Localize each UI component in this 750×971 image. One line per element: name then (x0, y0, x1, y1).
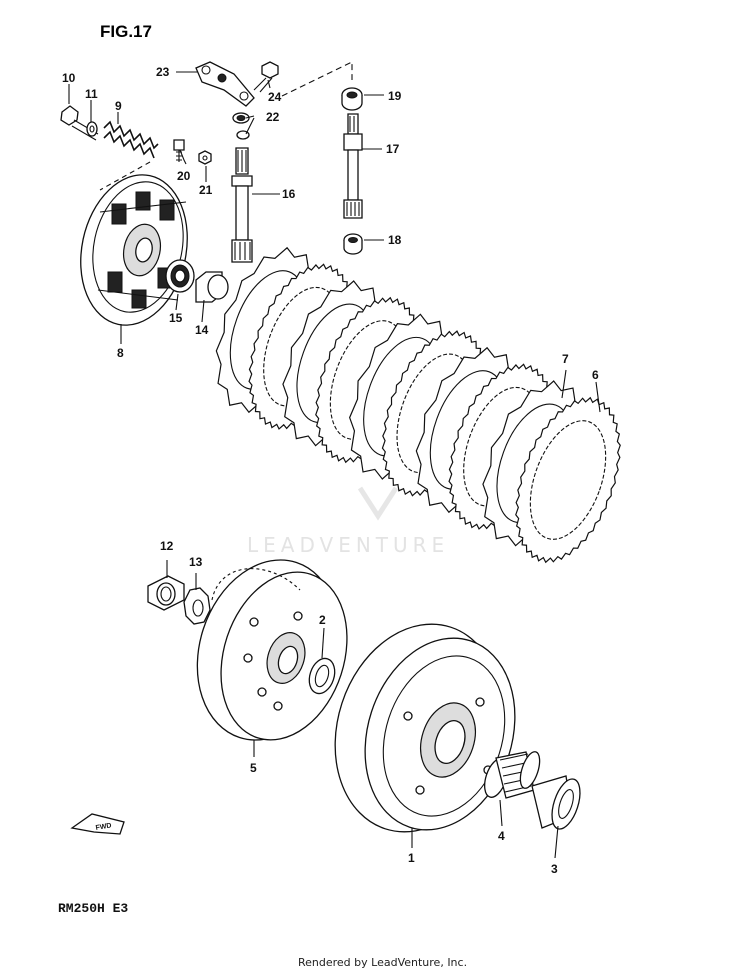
callout-6: 6 (592, 368, 599, 382)
callout-10: 10 (62, 71, 76, 85)
callout-18: 18 (388, 233, 402, 247)
part-1-clutch-housing[interactable] (309, 602, 539, 853)
callout-22: 22 (266, 110, 280, 124)
fwd-arrow: FWD (70, 813, 125, 835)
part-20-bolt[interactable] (173, 139, 185, 162)
callout-9: 9 (115, 99, 122, 113)
footer-credit: Rendered by LeadVenture, Inc. (298, 956, 467, 969)
part-8-pressure-plate[interactable] (67, 165, 200, 335)
callout-labels: 10 11 9 20 21 23 24 22 16 17 19 18 15 14… (62, 65, 599, 876)
callout-15: 15 (169, 311, 183, 325)
callout-5: 5 (250, 761, 257, 775)
callout-13: 13 (189, 555, 203, 569)
part-15-bearing[interactable] (165, 259, 195, 293)
callout-23: 23 (156, 65, 170, 79)
leader-dash-9 (99, 161, 151, 191)
part-22-seal[interactable] (232, 112, 250, 140)
watermark: LEADVENTURE (247, 486, 449, 557)
part-3-spacer[interactable] (531, 775, 585, 833)
callout-1: 1 (408, 851, 415, 865)
callout-8: 8 (117, 346, 124, 360)
callout-20: 20 (177, 169, 191, 183)
part-9-spring[interactable] (103, 120, 159, 159)
part-23-release-arm[interactable] (195, 61, 255, 107)
callout-19: 19 (388, 89, 402, 103)
callout-7: 7 (562, 352, 569, 366)
part-19-bearing[interactable] (341, 87, 363, 111)
model-code: RM250H E3 (58, 901, 128, 916)
callout-17: 17 (386, 142, 400, 156)
part-13-lock-washer[interactable] (183, 587, 211, 625)
callout-16: 16 (282, 187, 296, 201)
callout-14: 14 (195, 323, 209, 337)
callout-11: 11 (85, 87, 98, 101)
callout-21: 21 (199, 183, 213, 197)
fwd-label: FWD (95, 822, 112, 832)
part-5-sleeve-hub[interactable] (175, 541, 368, 758)
part-17-pushrod[interactable] (343, 113, 363, 219)
part-6-driven-plate[interactable] (495, 383, 640, 576)
figure-title: FIG.17 (100, 22, 152, 41)
part-10-bolt[interactable] (60, 105, 99, 141)
callout-24: 24 (268, 90, 282, 104)
part-2-thrust-washer[interactable] (305, 655, 339, 697)
leader-dash-24-19 (281, 61, 353, 97)
callout-4: 4 (498, 829, 505, 843)
callout-12: 12 (160, 539, 174, 553)
part-16-release-shaft[interactable] (231, 147, 253, 263)
part-14-lifter[interactable] (195, 271, 229, 303)
callout-2: 2 (319, 613, 326, 627)
leader-lines (68, 71, 601, 859)
part-4-needle-bearing[interactable] (480, 749, 543, 800)
part-11-washer[interactable] (86, 121, 98, 137)
part-21-nut[interactable] (198, 150, 212, 165)
watermark-text: LEADVENTURE (247, 533, 449, 557)
part-24-bolt[interactable] (253, 61, 279, 93)
clutch-plate-stack (215, 246, 640, 576)
callout-3: 3 (551, 862, 558, 876)
part-18-bearing[interactable] (343, 233, 363, 255)
part-12-nut[interactable] (147, 575, 185, 611)
